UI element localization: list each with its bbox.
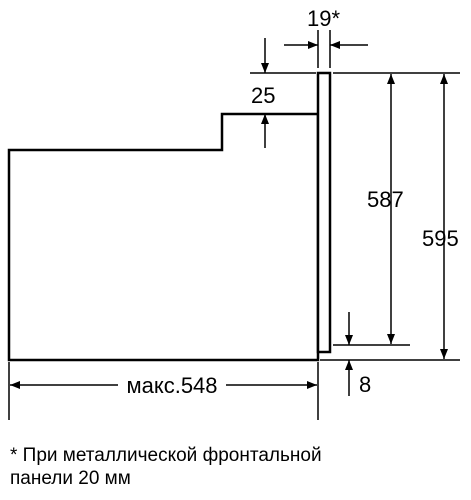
front-panel xyxy=(316,71,332,354)
footnote: * При металлической фронтальной панели 2… xyxy=(10,444,465,490)
top-step-value: 25 xyxy=(251,83,275,108)
inner-height-value: 587 xyxy=(367,187,404,212)
max-depth-value: макс.548 xyxy=(126,373,217,398)
top-step-dimension xyxy=(250,38,316,148)
bottom-gap-value: 8 xyxy=(359,372,371,397)
height-extension-lines xyxy=(320,72,460,361)
footnote-line-2: панели 20 мм xyxy=(10,468,131,489)
front-panel-dimension xyxy=(284,30,368,68)
footnote-line-1: * При металлической фронтальной xyxy=(10,445,322,466)
max-depth-dimension xyxy=(8,362,319,420)
oven-body-outline xyxy=(7,112,320,362)
total-height-value: 595 xyxy=(422,226,459,251)
front-panel-value: 19* xyxy=(307,6,340,31)
